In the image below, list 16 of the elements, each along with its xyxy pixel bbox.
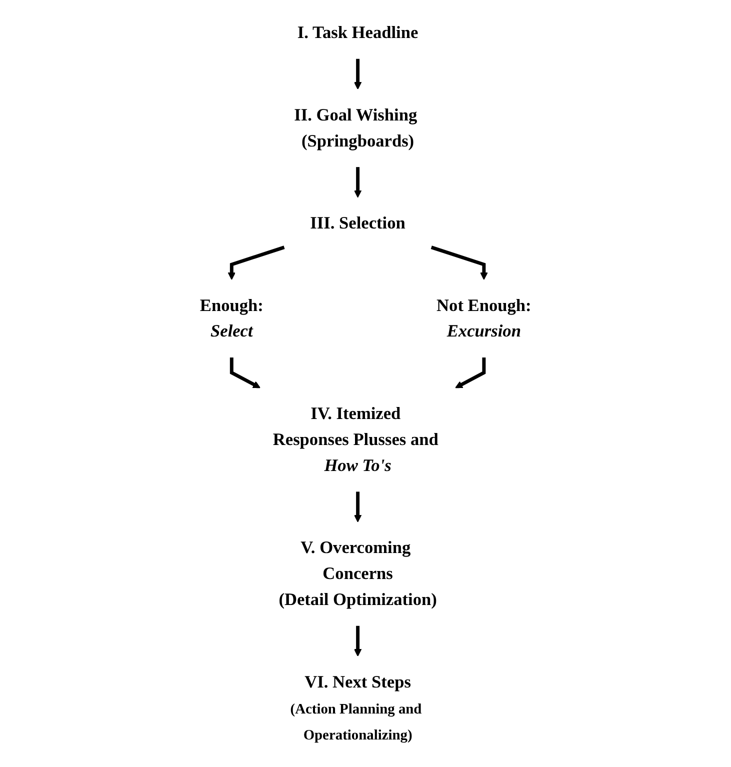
arrow bbox=[430, 246, 488, 280]
arrow bbox=[354, 58, 362, 90]
node-text: IV. Itemized Responses Plusses and How To's bbox=[272, 404, 438, 476]
arrow bbox=[455, 358, 486, 388]
arrow bbox=[354, 492, 362, 522]
arrow bbox=[354, 626, 362, 657]
node-text: I. Task Headline bbox=[297, 23, 418, 42]
arrow bbox=[230, 358, 260, 388]
arrow bbox=[354, 167, 362, 198]
node-text: II. Goal Wishing (Springboards) bbox=[294, 106, 418, 151]
arrow bbox=[228, 246, 285, 280]
node-text: VI. Next Steps (Action Planning and Operationalizing) bbox=[290, 672, 422, 743]
node-text: Not Enough: Excursion bbox=[436, 296, 532, 342]
node-text: III. Selection bbox=[310, 214, 406, 233]
node-text: V. Overcoming Concerns (Detail Optimization) bbox=[278, 538, 437, 610]
node-text: Enough: Select bbox=[200, 296, 264, 342]
